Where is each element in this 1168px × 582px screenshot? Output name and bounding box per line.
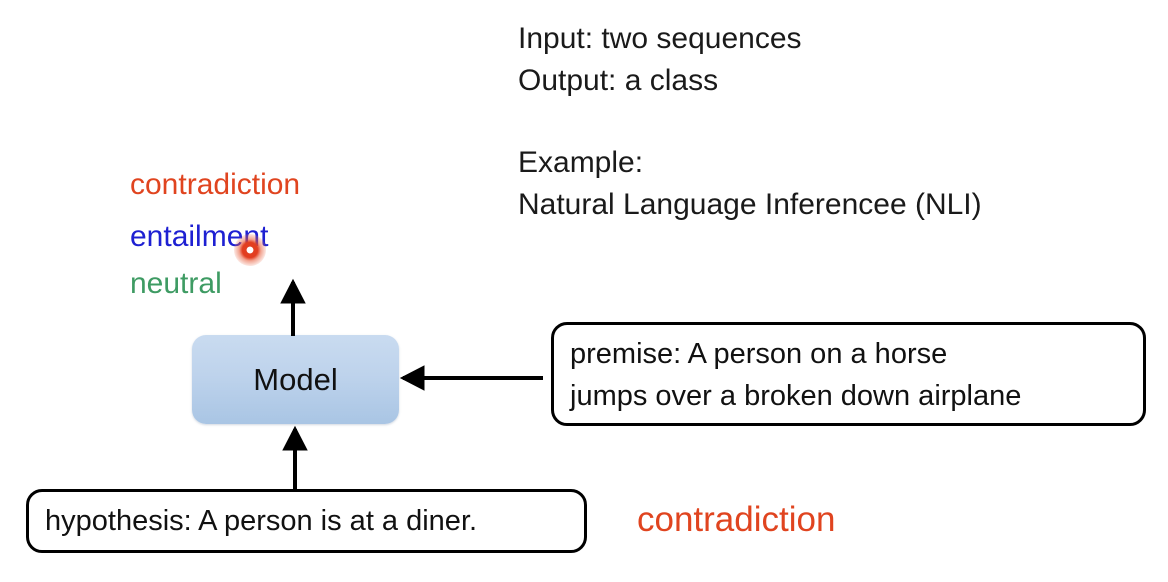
output-note-line: Output: a class bbox=[518, 64, 719, 97]
input-output-note: Input: two sequences Output: a class bbox=[518, 18, 802, 102]
predicted-label: contradiction bbox=[637, 500, 836, 539]
example-task-name: Natural Language Inferencee (NLI) bbox=[518, 188, 982, 221]
model-label: Model bbox=[253, 362, 338, 397]
class-label-neutral: neutral bbox=[130, 267, 222, 300]
premise-line-1: premise: A person on a horse bbox=[570, 338, 948, 370]
hypothesis-box: hypothesis: A person is at a diner. bbox=[26, 489, 587, 553]
input-note-line: Input: two sequences bbox=[518, 22, 802, 55]
premise-line-2: jumps over a broken down airplane bbox=[570, 380, 1022, 412]
class-label-contradiction: contradiction bbox=[130, 168, 301, 201]
hypothesis-text: hypothesis: A person is at a diner. bbox=[45, 505, 478, 537]
class-label-entailment: entailment bbox=[130, 220, 269, 253]
example-note: Example: Natural Language Inferencee (NL… bbox=[518, 142, 982, 226]
premise-box: premise: A person on a horse jumps over … bbox=[551, 322, 1146, 426]
example-heading: Example: bbox=[518, 146, 644, 179]
model-block[interactable]: Model bbox=[192, 335, 399, 424]
